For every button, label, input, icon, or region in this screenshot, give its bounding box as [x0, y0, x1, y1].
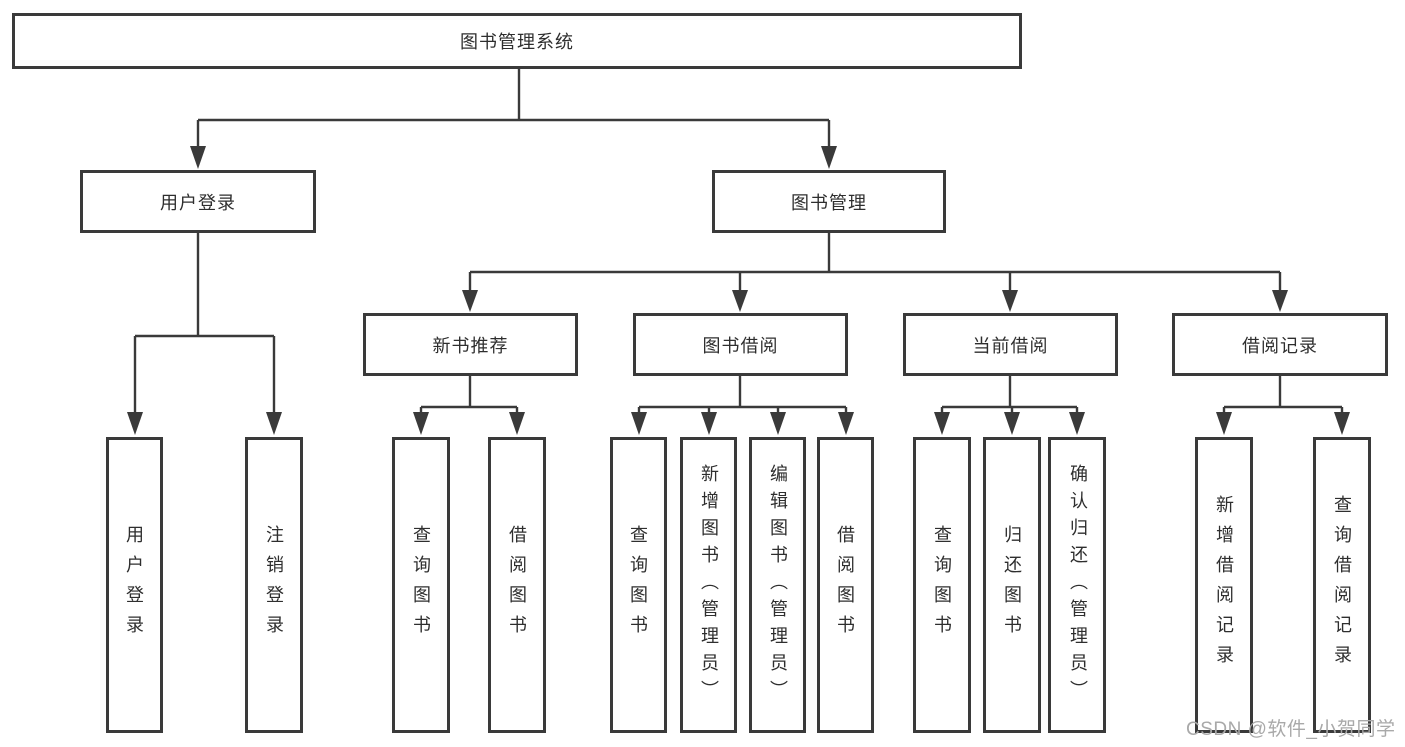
- node-book-borrowing: 图书借阅: [633, 313, 848, 376]
- node-current-borrowing: 当前借阅: [903, 313, 1118, 376]
- leaf-user-login: 用户登录: [106, 437, 163, 733]
- leaf-borrowing-borrow-books: 借阅图书: [817, 437, 874, 733]
- connector-root-to-level2: [190, 69, 837, 169]
- connector-records-to-leaves: [1216, 376, 1350, 435]
- leaf-borrowing-query-books: 查询图书: [610, 437, 667, 733]
- leaf-borrowing-add-books-admin: 新增图书（管理员）: [680, 437, 737, 733]
- connector-mgmt-to-level3: [462, 232, 1288, 312]
- node-user-login: 用户登录: [80, 170, 316, 233]
- leaf-current-query-books: 查询图书: [913, 437, 971, 733]
- leaf-current-return-books: 归还图书: [983, 437, 1041, 733]
- leaf-recommend-borrow-books: 借阅图书: [488, 437, 546, 733]
- leaf-records-add-record: 新增借阅记录: [1195, 437, 1253, 733]
- node-new-book-recommendation: 新书推荐: [363, 313, 578, 376]
- leaf-borrowing-edit-books-admin: 编辑图书（管理员）: [749, 437, 806, 733]
- connector-borrowing-to-leaves: [631, 376, 854, 435]
- leaf-recommend-query-books: 查询图书: [392, 437, 450, 733]
- connector-login-to-leaves: [127, 232, 282, 435]
- connector-newbooks-to-leaves: [413, 376, 525, 435]
- connector-current-to-leaves: [934, 376, 1085, 435]
- csdn-watermark: CSDN @软件_小贺同学: [1186, 719, 1396, 740]
- leaf-current-confirm-return-admin: 确认归还（管理员）: [1048, 437, 1106, 733]
- node-book-management: 图书管理: [712, 170, 946, 233]
- node-root-library-system: 图书管理系统: [12, 13, 1022, 69]
- leaf-records-query-record: 查询借阅记录: [1313, 437, 1371, 733]
- node-borrowing-records: 借阅记录: [1172, 313, 1388, 376]
- leaf-logout: 注销登录: [245, 437, 303, 733]
